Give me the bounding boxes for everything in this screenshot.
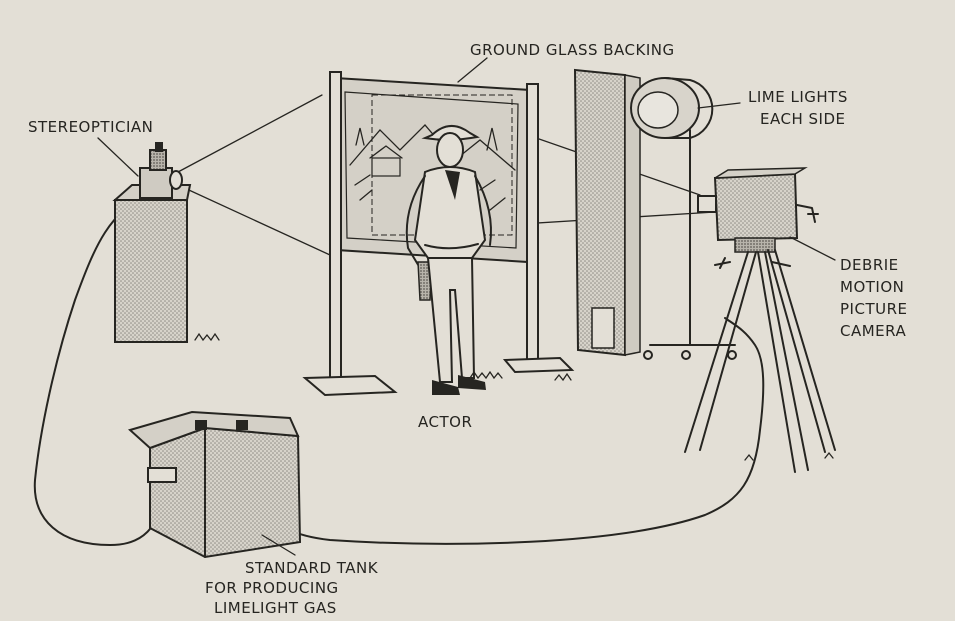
debrie-camera [697, 167, 819, 253]
actor-figure [405, 125, 492, 395]
leader-lines [97, 57, 836, 556]
ground-tufts [194, 332, 834, 461]
label-lime-lights-line2: EACH SIDE [760, 110, 845, 128]
reflector-panel [573, 68, 737, 360]
label-ground-glass: GROUND GLASS BACKING [470, 41, 675, 59]
label-lime-lights-line1: LIME LIGHTS [748, 88, 848, 106]
label-camera-line1: DEBRIE [840, 256, 899, 274]
label-camera-line2: MOTION [840, 278, 904, 296]
label-camera-line4: CAMERA [840, 322, 906, 340]
label-tank-line1: STANDARD TANK [245, 559, 379, 577]
lime-light [630, 77, 714, 139]
camera-tripod [684, 249, 836, 473]
label-camera-line3: PICTURE [840, 300, 907, 318]
projected-landscape-image [349, 124, 516, 211]
stereoptician-projector [112, 142, 192, 343]
label-tank-line2: FOR PRODUCING [205, 579, 339, 597]
callout-labels: GROUND GLASS BACKING STEREOPTICIAN LIME … [28, 41, 907, 617]
label-actor: ACTOR [418, 413, 472, 431]
limelight-gas-tank [127, 410, 302, 559]
label-tank-line3: LIMELIGHT GAS [214, 599, 337, 617]
label-stereoptician: STEREOPTICIAN [28, 118, 153, 136]
